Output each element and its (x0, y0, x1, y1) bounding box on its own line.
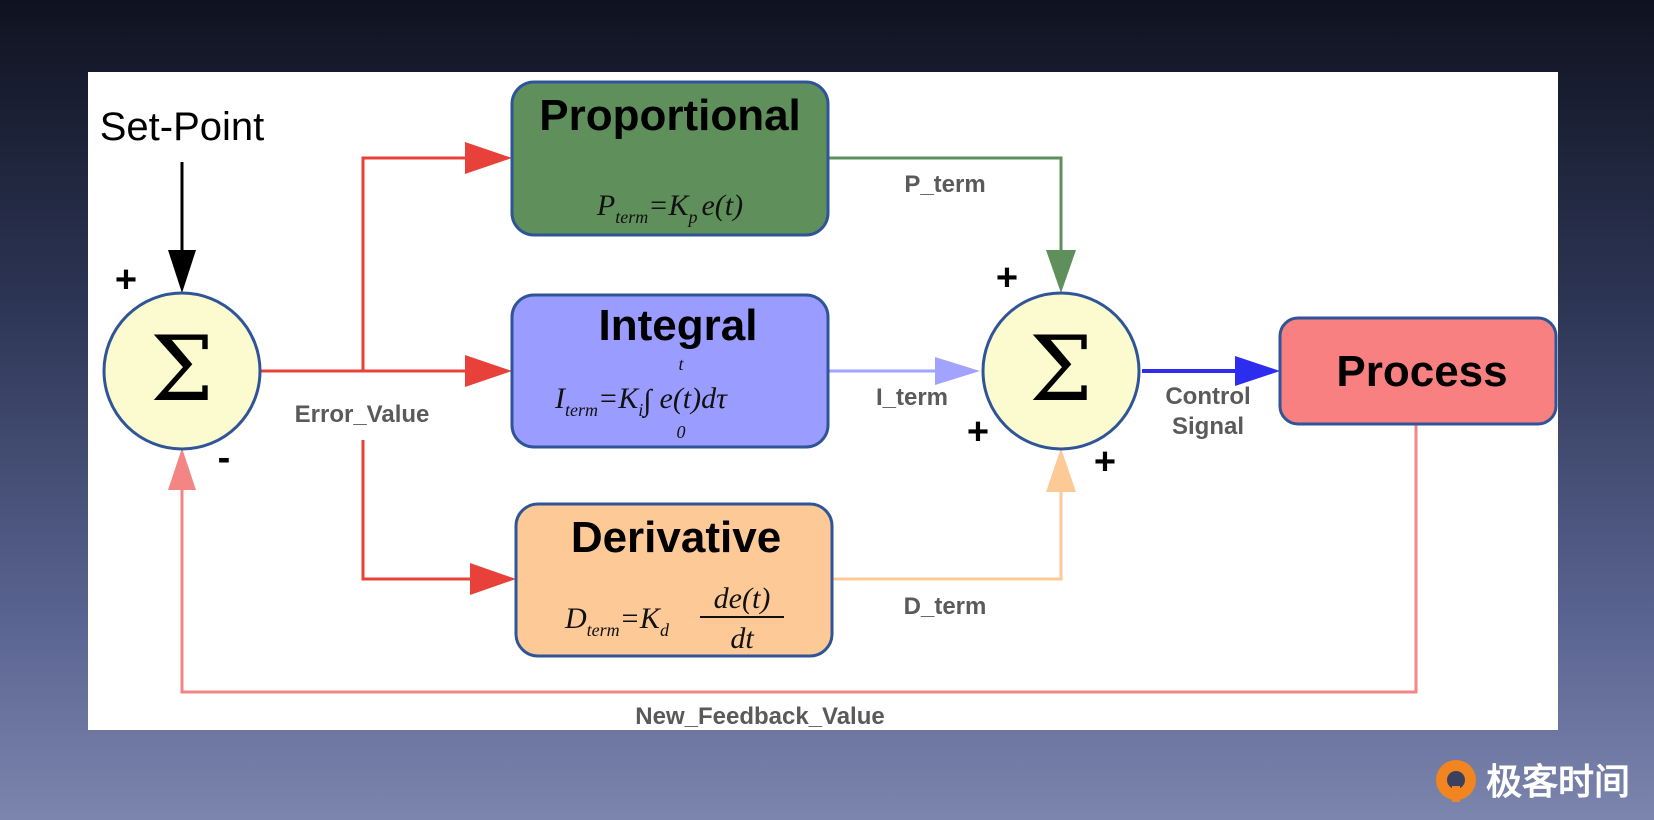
process-title: Process (1336, 347, 1507, 396)
feedback-arrow (168, 424, 1418, 694)
p-term-arrow (828, 156, 1076, 293)
proportional-title: Proportional (539, 91, 801, 140)
derivative-block: Derivative Dterm=Kd de(t) dt (514, 502, 834, 658)
geektime-logo: 极客时间 (1436, 760, 1630, 803)
right-summing-junction: Σ (981, 291, 1141, 451)
control-label: Control (1165, 383, 1250, 410)
p-term-label: P_term (904, 171, 985, 198)
right-plus-bottom-sign: + (1094, 441, 1116, 483)
integral-equation: Iterm=Ki∫e(t)dτ (554, 382, 728, 420)
signal-label: Signal (1172, 413, 1244, 440)
feedback-label: New_Feedback_Value (635, 703, 884, 730)
logo-text: 极客时间 (1486, 762, 1630, 803)
setpoint-arrow (168, 162, 196, 293)
d-term-label: D_term (904, 593, 987, 620)
i-term-arrow (828, 357, 980, 385)
derivative-title: Derivative (571, 513, 781, 562)
integral-block: Integral t 0 Iterm=Ki∫e(t)dτ (510, 293, 830, 449)
error-value-label: Error_Value (295, 401, 430, 428)
derivative-equation-lhs: Dterm=Kd (564, 602, 670, 640)
left-minus-sign: - (218, 437, 231, 479)
i-term-label: I_term (876, 384, 948, 411)
sum-symbol: Σ (1029, 317, 1093, 422)
integral-lower-limit: 0 (677, 422, 686, 442)
d-term-arrow (832, 448, 1076, 581)
integral-title: Integral (599, 301, 758, 350)
right-plus-top-sign: + (996, 257, 1018, 299)
integral-upper-limit: t (678, 354, 684, 374)
derivative-numerator: de(t) (714, 582, 771, 615)
process-block: Process (1278, 316, 1558, 426)
left-plus-sign: + (115, 259, 137, 301)
left-summing-junction: Σ (102, 291, 262, 451)
sum-symbol: Σ (150, 317, 214, 422)
error-arrow-derivative (361, 440, 516, 595)
set-point-label: Set-Point (100, 105, 265, 149)
derivative-denominator: dt (730, 622, 754, 655)
control-signal-arrow (1142, 356, 1280, 386)
right-plus-left-sign: + (967, 411, 989, 453)
error-arrow-proportional (361, 142, 512, 371)
